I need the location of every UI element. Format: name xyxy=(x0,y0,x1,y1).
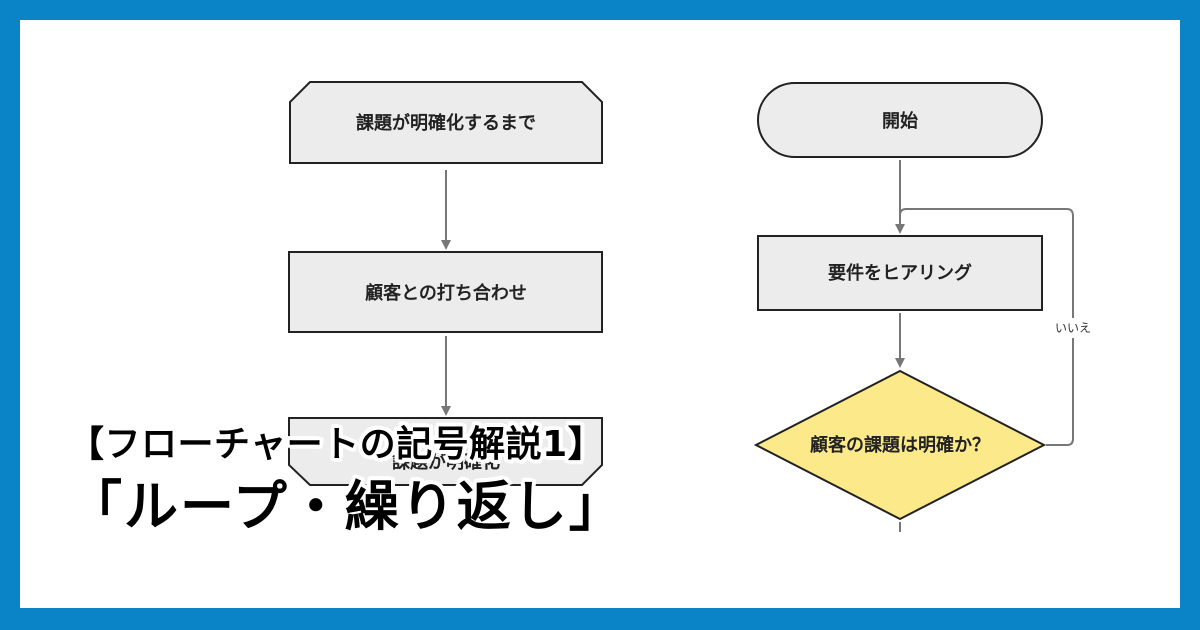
title-line-1: 【フローチャートの記号解説1】 xyxy=(68,424,605,465)
no-loop-connector xyxy=(899,208,1074,446)
loop-start-symbol xyxy=(289,81,603,164)
loop-start-label: 課題が明確化するまで xyxy=(356,112,536,134)
meeting-process-label: 顧客との打ち合わせ xyxy=(365,282,527,304)
decision-diamond xyxy=(753,369,1047,521)
flowchart-diagram: 課題が明確化するまで 顧客との打ち合わせ 課題が明確化 開始 要件をヒアリング … xyxy=(288,81,1098,532)
title-block: 【フローチャートの記号解説1】 「ループ・繰り返し」 xyxy=(68,422,625,542)
start-terminal-label: 開始 xyxy=(882,110,918,132)
no-branch-label: いいえ xyxy=(1055,321,1091,335)
hearing-process-box xyxy=(757,235,1043,311)
no-label-background xyxy=(1048,318,1098,338)
loop-end-symbol xyxy=(288,417,603,486)
hearing-process-label: 要件をヒアリング xyxy=(828,262,972,284)
thumbnail-canvas: 課題が明確化するまで 顧客との打ち合わせ 課題が明確化 開始 要件をヒアリング … xyxy=(20,20,1180,608)
title-line-2: 「ループ・繰り返し」 xyxy=(68,475,625,538)
start-terminal xyxy=(757,82,1043,158)
decision-label: 顧客の課題は明確か？ xyxy=(810,434,990,456)
loop-end-label: 課題が明確化 xyxy=(392,451,500,473)
meeting-process-box xyxy=(288,251,603,333)
